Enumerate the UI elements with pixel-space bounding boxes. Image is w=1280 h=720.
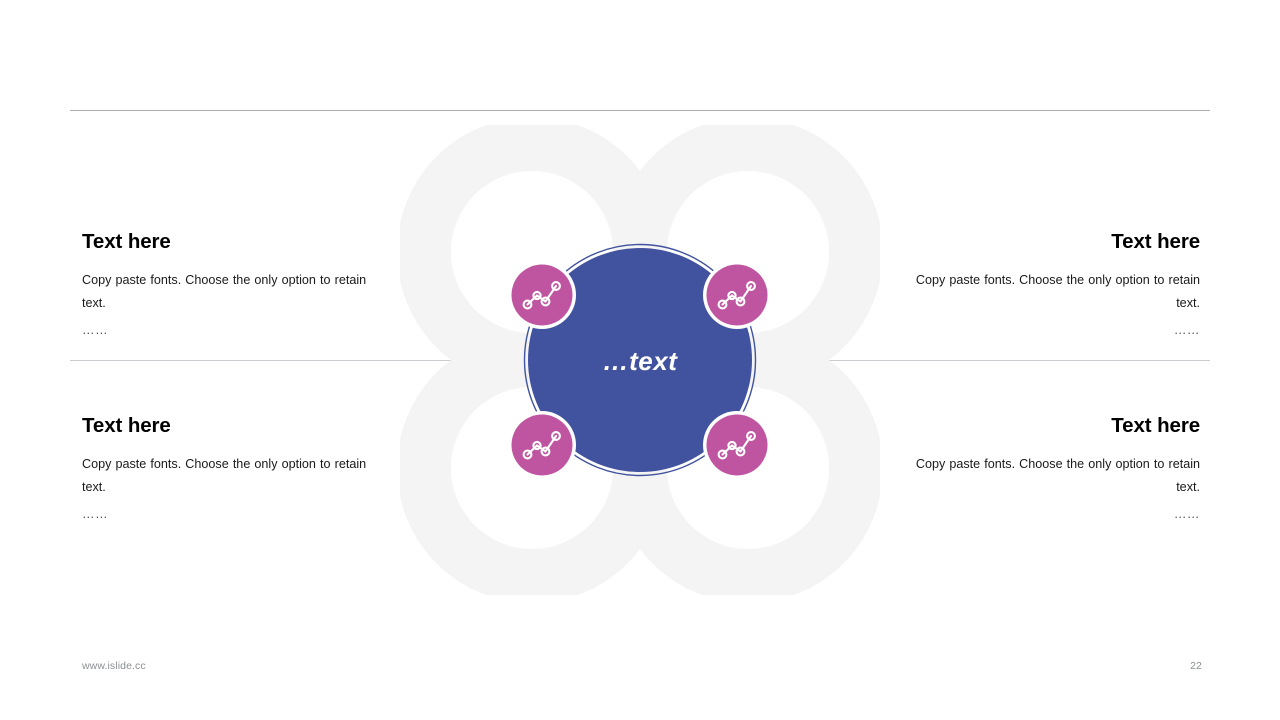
block-ellipsis: ……: [82, 322, 109, 337]
block-title: Text here: [1111, 230, 1200, 253]
block-body: Copy paste fonts. Choose the only option…: [915, 272, 1200, 311]
node-badge-top-left[interactable]: [508, 261, 576, 329]
node-badge-bottom-right[interactable]: [703, 411, 771, 479]
block-ellipsis: ……: [82, 506, 109, 521]
block-body: Copy paste fonts. Choose the only option…: [82, 456, 367, 495]
block-ellipsis: ……: [1173, 506, 1200, 521]
block-title: Text here: [82, 230, 171, 253]
footer-url[interactable]: www.islide.cc: [82, 660, 146, 672]
node-badge-top-right[interactable]: [703, 261, 771, 329]
block-body: Copy paste fonts. Choose the only option…: [82, 272, 367, 311]
block-body: Copy paste fonts. Choose the only option…: [915, 456, 1200, 495]
center-label: …text: [603, 346, 679, 376]
text-block-top-left: Text here Copy paste fonts. Choose the o…: [82, 230, 382, 343]
block-title: Text here: [82, 414, 171, 437]
center-outer-ring: [523, 243, 757, 477]
block-ellipsis: ……: [1173, 322, 1200, 337]
center-blue-circle: [528, 248, 752, 472]
node-badge-bottom-left[interactable]: [508, 411, 576, 479]
text-block-bottom-right: Text here Copy paste fonts. Choose the o…: [900, 414, 1200, 527]
footer-page-number: 22: [1190, 660, 1202, 672]
text-block-top-right: Text here Copy paste fonts. Choose the o…: [900, 230, 1200, 343]
top-divider: [70, 110, 1210, 111]
block-title: Text here: [1111, 414, 1200, 437]
center-diagram: …text: [400, 125, 880, 595]
text-block-bottom-left: Text here Copy paste fonts. Choose the o…: [82, 414, 382, 527]
